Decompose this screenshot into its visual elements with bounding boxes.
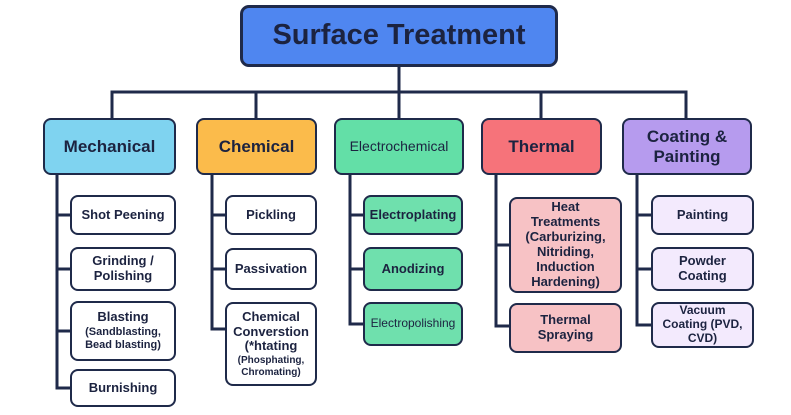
leaf-label: Electroplating (369, 206, 457, 222)
leaf-label: Heat Treatments (Carburizing, Nitriding,… (525, 199, 606, 289)
category-thermal: Thermal (481, 118, 602, 175)
category-electrochemical: Electrochemical (334, 118, 464, 175)
leaf-anodizing: Anodizing (363, 247, 463, 291)
root-node-surface-treatment: Surface Treatment (240, 5, 558, 67)
category-coating-painting: Coating & Painting (622, 118, 752, 175)
leaf-vacuum-coating: Vacuum Coating (PVD, CVD) (651, 302, 754, 348)
leaf-shot-peening: Shot Peening (70, 195, 176, 235)
leaf-label: Vacuum Coating (PVD, CVD) (662, 303, 743, 345)
leaf-blasting: Blasting (Sandblasting, Bead blasting) (70, 301, 176, 361)
leaf-label: Burnishing (88, 379, 158, 395)
category-label: Electrochemical (349, 138, 449, 155)
leaf-label: Anodizing (381, 260, 445, 276)
leaf-label: Electropolishing (370, 316, 456, 331)
leaf-label: Shot Peening (81, 206, 165, 222)
category-label: Thermal (508, 136, 575, 156)
leaf-thermal-spraying: Thermal Spraying (509, 303, 622, 353)
category-chemical: Chemical (196, 118, 317, 175)
leaf-powder-coating: Powder Coating (651, 247, 754, 291)
category-label: Mechanical (63, 136, 156, 156)
leaf-label: Blasting (97, 309, 149, 325)
category-label: Coating & Painting (646, 126, 728, 166)
leaf-label: Thermal Spraying (537, 312, 594, 342)
diagram-title: Surface Treatment (272, 19, 526, 52)
leaf-label: Powder Coating (678, 253, 727, 283)
leaf-chemical-conversion: Chemical Converstion (*htating (Phosphat… (225, 302, 317, 386)
leaf-label: Pickling (246, 206, 296, 222)
category-label: Chemical (218, 136, 295, 156)
leaf-note: (Sandblasting, Bead blasting) (85, 326, 161, 351)
leaf-note: (Phosphating, Chromating) (237, 355, 305, 378)
leaf-painting: Painting (651, 195, 754, 235)
leaf-electropolishing: Electropolishing (363, 302, 463, 346)
leaf-label: Chemical Converstion (*htating (233, 308, 309, 354)
leaf-pickling: Pickling (225, 195, 317, 235)
leaf-heat-treatments: Heat Treatments (Carburizing, Nitriding,… (509, 197, 622, 293)
leaf-electroplating: Electroplating (363, 195, 463, 235)
leaf-label: Grinding / Polishing (92, 253, 154, 283)
leaf-passivation: Passivation (225, 248, 317, 290)
leaf-label: Painting (676, 206, 729, 222)
category-mechanical: Mechanical (43, 118, 176, 175)
leaf-burnishing: Burnishing (70, 369, 176, 407)
leaf-grinding-polishing: Grinding / Polishing (70, 247, 176, 291)
leaf-label: Passivation (234, 260, 308, 276)
